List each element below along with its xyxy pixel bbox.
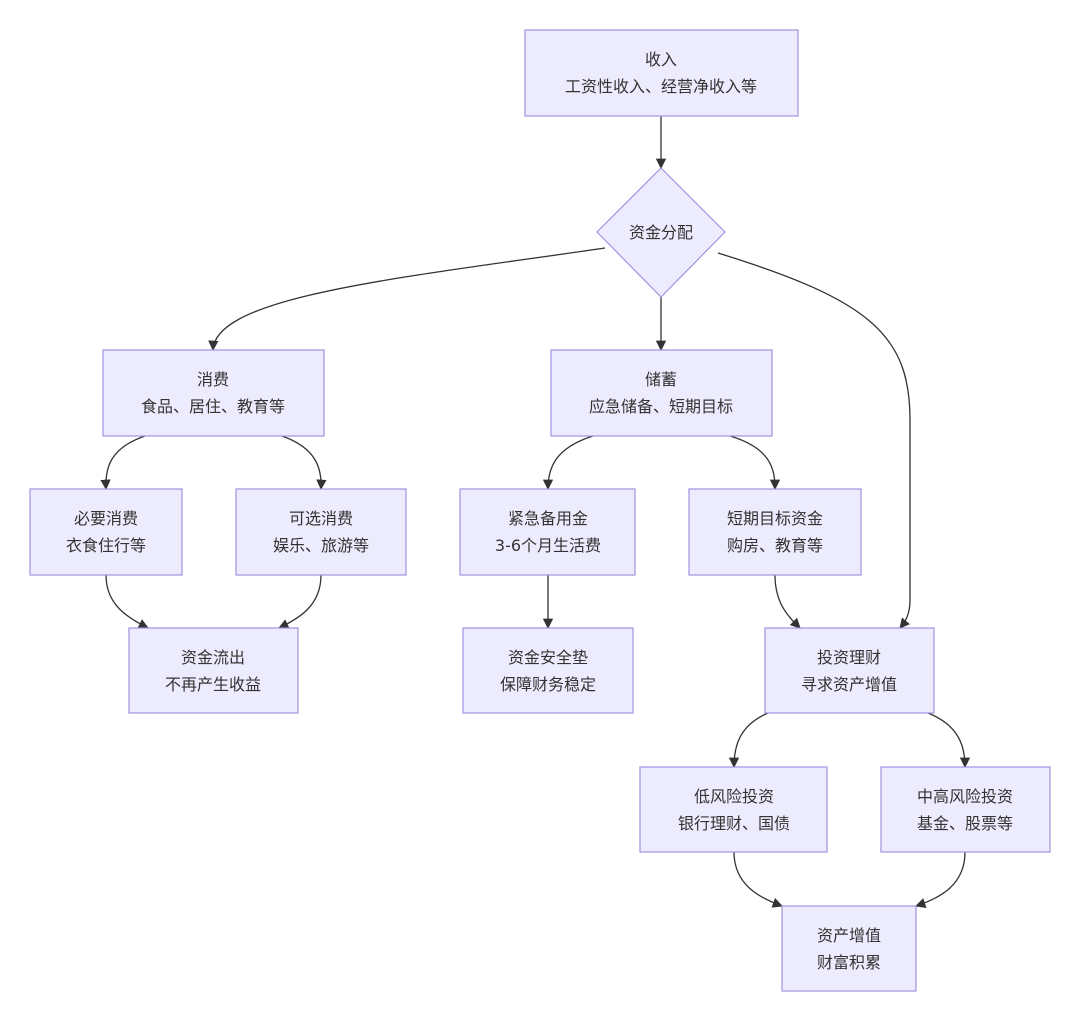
node-investment-title: 投资理财 (817, 648, 881, 667)
node-allocation-diamond (596, 167, 726, 298)
node-growth-subtitle: 财富积累 (817, 953, 881, 972)
node-low-risk-box (639, 766, 828, 853)
node-outflow-box (128, 627, 299, 714)
node-consumption-box (102, 349, 325, 437)
node-mid-high-risk: 中高风险投资 基金、股票等 (880, 766, 1051, 853)
node-optional-box (235, 488, 407, 576)
node-necessary: 必要消费 衣食住行等 (29, 488, 183, 576)
node-outflow: 资金流出 不再产生收益 (128, 627, 299, 714)
node-emergency: 紧急备用金 3-6个月生活费 (459, 488, 636, 576)
node-mid-high-risk-box (880, 766, 1051, 853)
node-income: 收入 工资性收入、经营净收入等 (524, 29, 799, 117)
node-income-subtitle: 工资性收入、经营净收入等 (565, 77, 757, 96)
node-safety-net: 资金安全垫 保障财务稳定 (462, 627, 634, 714)
node-necessary-subtitle: 衣食住行等 (66, 536, 146, 555)
node-savings-title: 储蓄 (645, 370, 677, 389)
node-emergency-title: 紧急备用金 (508, 509, 588, 528)
edge-low-risk-growth (733, 851, 783, 908)
node-low-risk: 低风险投资 银行理财、国债 (639, 766, 828, 853)
node-savings: 储蓄 应急储备、短期目标 (550, 349, 773, 437)
node-consumption-title: 消费 (197, 370, 229, 389)
node-growth: 资产增值 财富积累 (781, 905, 917, 992)
node-short-term-title: 短期目标资金 (727, 509, 823, 528)
node-low-risk-title: 低风险投资 (694, 787, 774, 806)
edge-mid-high-risk-growth (915, 851, 966, 908)
edge-necessary-outflow (105, 574, 149, 629)
edge-savings-emergency (542, 435, 594, 491)
node-consumption: 消费 食品、居住、教育等 (102, 349, 325, 437)
node-emergency-box (459, 488, 636, 576)
edge-consumption-optional (281, 435, 327, 491)
node-optional-subtitle: 娱乐、旅游等 (273, 536, 369, 555)
node-emergency-subtitle: 3-6个月生活费 (495, 536, 601, 555)
node-short-term-box (688, 488, 862, 576)
node-allocation: 资金分配 (596, 167, 726, 298)
edge-savings-short-term (729, 435, 781, 491)
node-safety-net-title: 资金安全垫 (508, 648, 588, 667)
node-savings-box (550, 349, 773, 437)
node-outflow-subtitle: 不再产生收益 (165, 675, 261, 694)
node-optional-title: 可选消费 (289, 509, 353, 528)
edge-investment-low-risk (728, 712, 769, 769)
edge-optional-outflow (278, 574, 322, 629)
node-investment-subtitle: 寻求资产增值 (801, 675, 897, 694)
node-short-term-subtitle: 购房、教育等 (727, 536, 823, 555)
node-mid-high-risk-title: 中高风险投资 (917, 787, 1013, 806)
node-outflow-title: 资金流出 (181, 648, 245, 667)
node-growth-box (781, 905, 917, 992)
edge-consumption-necessary (100, 435, 146, 491)
node-necessary-box (29, 488, 183, 576)
edge-allocation-investment (717, 252, 911, 629)
node-low-risk-subtitle: 银行理财、国债 (678, 814, 790, 833)
edge-allocation-consumption (208, 247, 606, 352)
node-savings-subtitle: 应急储备、短期目标 (589, 397, 733, 416)
node-allocation-label: 资金分配 (629, 223, 693, 242)
edges (100, 116, 971, 908)
node-mid-high-risk-subtitle: 基金、股票等 (917, 814, 1013, 833)
node-necessary-title: 必要消费 (74, 509, 138, 528)
edge-investment-mid-high-risk (927, 712, 971, 769)
node-consumption-subtitle: 食品、居住、教育等 (141, 397, 285, 416)
node-short-term: 短期目标资金 购房、教育等 (688, 488, 862, 576)
node-income-box (524, 29, 799, 117)
node-growth-title: 资产增值 (817, 926, 881, 945)
edge-short-term-investment (774, 574, 801, 629)
node-income-title: 收入 (645, 50, 677, 69)
node-safety-net-subtitle: 保障财务稳定 (500, 675, 596, 694)
node-investment: 投资理财 寻求资产增值 (764, 627, 935, 714)
node-optional: 可选消费 娱乐、旅游等 (235, 488, 407, 576)
node-safety-net-box (462, 627, 634, 714)
node-investment-box (764, 627, 935, 714)
